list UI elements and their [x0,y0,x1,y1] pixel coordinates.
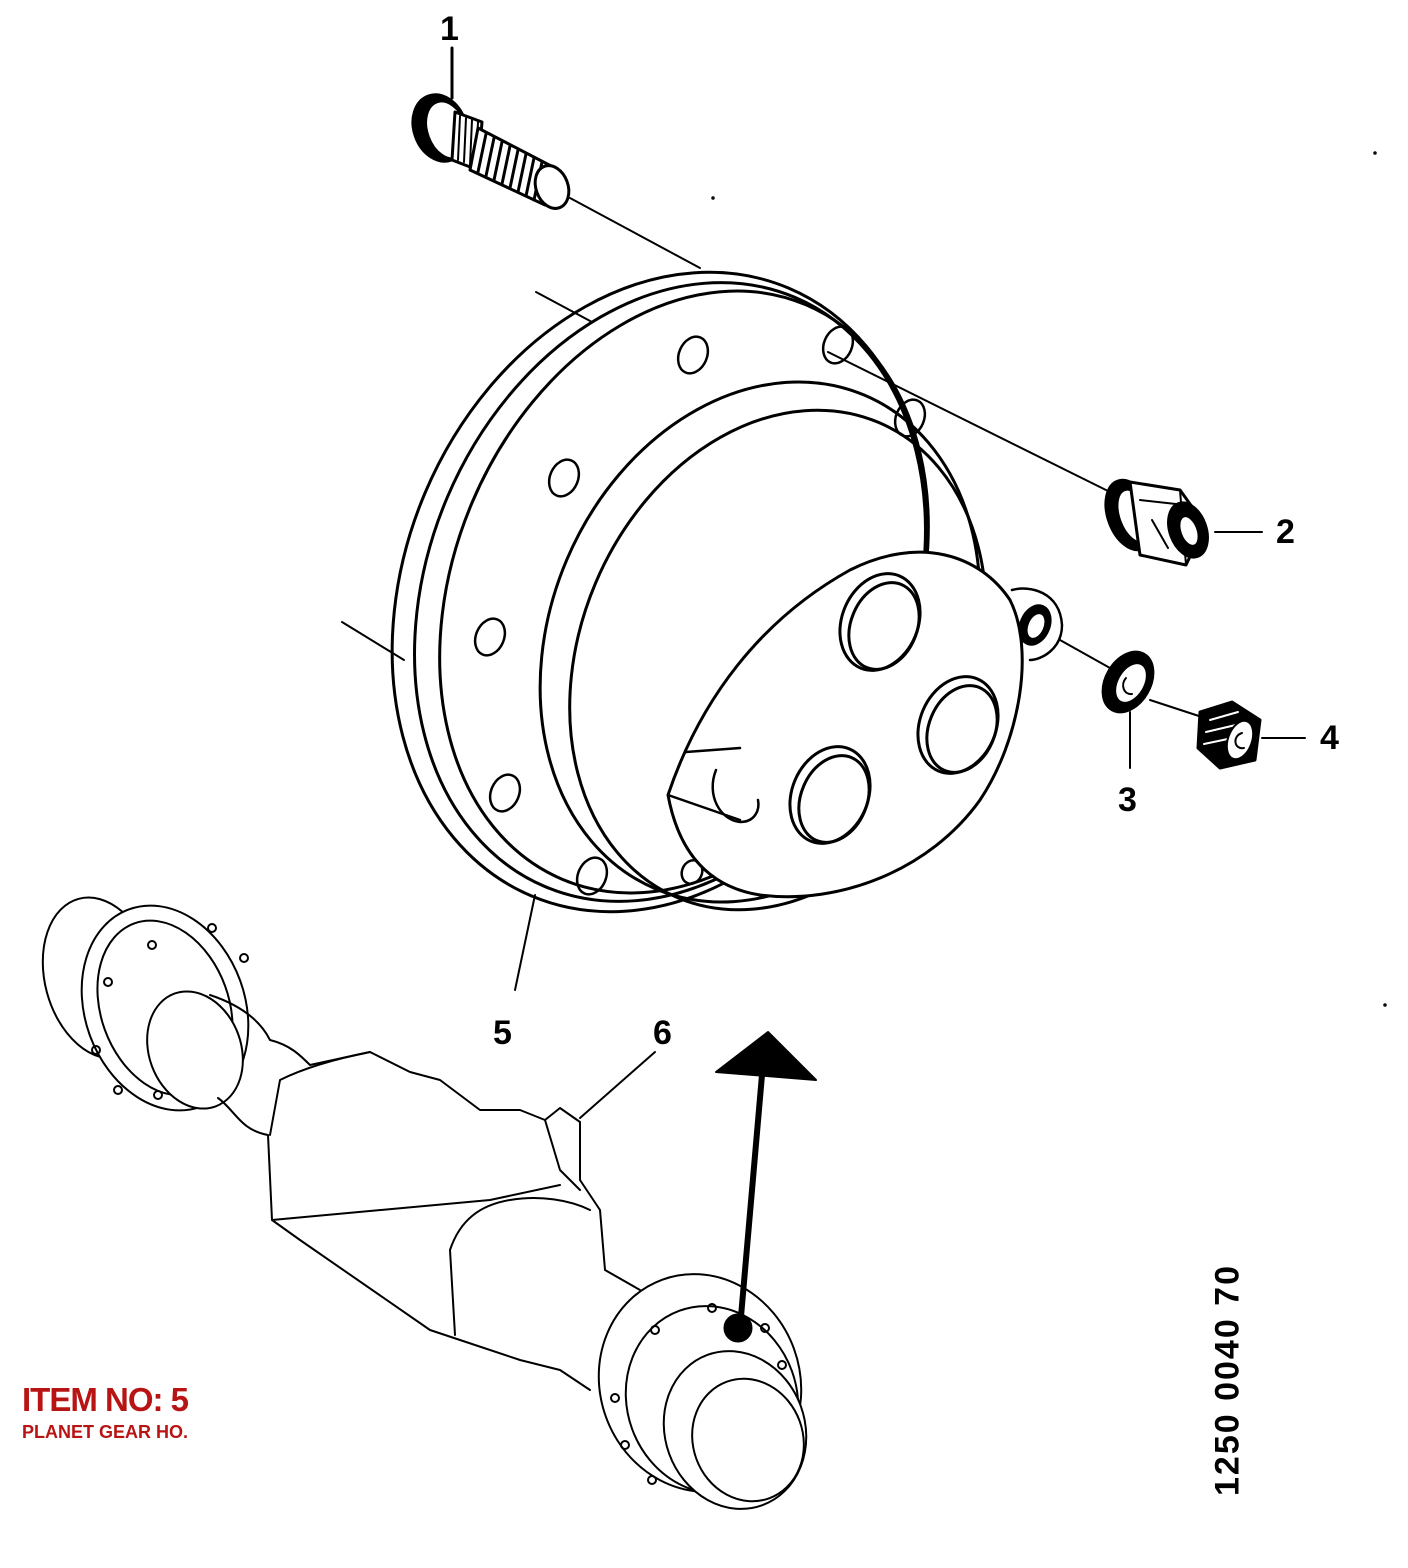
wheel-stud[interactable] [404,46,701,269]
item-number-label: ITEM NO: 5 [22,1381,189,1418]
planet-gear-housing[interactable] [296,189,1111,996]
scan-specks [711,151,1387,1007]
callout-2: 2 [1276,513,1295,551]
location-arrow [715,1031,817,1343]
callout-4: 4 [1320,719,1339,757]
diagram-reference-number: 1250 0040 70 [1208,1264,1247,1496]
item-description: PLANET GEAR HO. [22,1422,189,1442]
wheel-nut[interactable] [1097,474,1263,567]
washer[interactable] [1059,639,1206,769]
plug[interactable] [1196,700,1306,770]
callout-5: 5 [493,1014,512,1052]
callout-6: 6 [653,1014,672,1052]
callout-1: 1 [440,10,459,48]
callout-3: 3 [1118,781,1137,819]
